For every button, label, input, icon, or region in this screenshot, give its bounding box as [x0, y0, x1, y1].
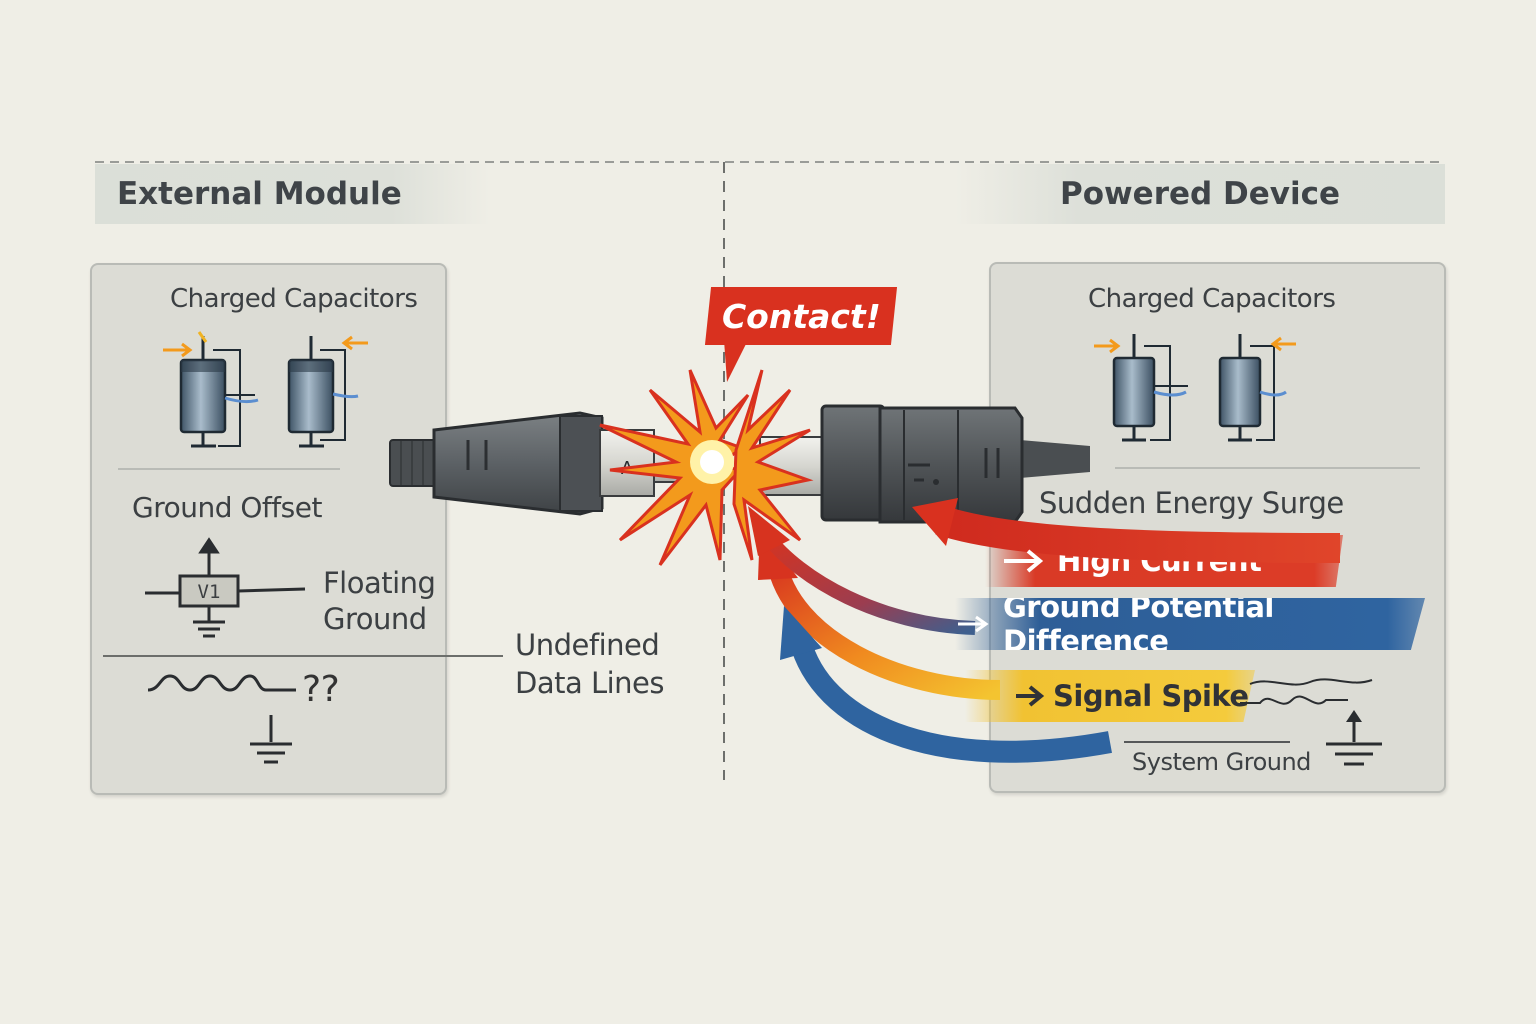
- surge-label: Sudden Energy Surge: [1039, 486, 1344, 520]
- spark-burst: [599, 369, 814, 566]
- left-ground-symbol: [250, 715, 292, 764]
- ground-offset-label: Ground Offset: [132, 491, 322, 524]
- ground-return-arrow-head: [780, 606, 822, 660]
- signal-spike-arrow-icon: [1016, 685, 1045, 707]
- left-divider-1: [118, 468, 340, 470]
- signal-wave-1: [1240, 695, 1348, 705]
- ground-diff-label: Ground Potential Difference: [1003, 590, 1274, 658]
- left-plug: Λ: [389, 411, 681, 516]
- header-right-text: Powered Device: [1060, 176, 1340, 212]
- header-powered-device: Powered Device: [955, 164, 1445, 224]
- signal-spike-stripe: Signal Spike: [965, 670, 1255, 722]
- left-divider-2: [103, 655, 503, 657]
- ground-return-arrow-body: [789, 636, 1112, 763]
- ground-diff-arrow-body: [760, 530, 976, 635]
- header-left-text: External Module: [117, 176, 402, 212]
- ground-offset-symbol: [145, 537, 306, 638]
- undefined-label-line1: Undefined: [515, 628, 660, 662]
- floating-label-line1: Floating: [323, 566, 436, 600]
- external-module-panel: [90, 263, 447, 795]
- high-current-arrow-head: [912, 498, 958, 546]
- system-ground-symbol: [1326, 710, 1382, 766]
- high-current-arrow-body: [935, 505, 1341, 563]
- right-capacitors-label: Charged Capacitors: [1088, 284, 1336, 314]
- voltage-source-label: V1: [198, 581, 221, 603]
- signal-wave-2: [1249, 678, 1373, 686]
- floating-label-line2: Ground: [323, 602, 427, 636]
- contact-callout-tail: [724, 340, 748, 382]
- right-capacitor-2: [1218, 334, 1287, 442]
- left-capacitor-1-sparks: [163, 331, 208, 358]
- signal-spike-arrow-body: [766, 557, 1001, 700]
- high-current-arrow-icon: [1004, 549, 1044, 573]
- right-capacitor-1-sparks: [1094, 338, 1121, 354]
- left-capacitor-2: [287, 336, 359, 448]
- system-ground-label: System Ground: [1132, 748, 1311, 776]
- inductor-coil: [147, 674, 296, 692]
- header-external-module: External Module: [95, 164, 490, 224]
- undefined-label-line2: Data Lines: [515, 666, 665, 700]
- left-capacitor-2-sparks: [341, 335, 368, 351]
- signal-spike-label: Signal Spike: [1053, 679, 1249, 713]
- ground-diff-arrow-head: [748, 506, 790, 556]
- ground-diff-arrow-icon: [958, 615, 989, 633]
- right-plug: [759, 404, 1090, 524]
- unknown-marks: ??: [302, 669, 340, 710]
- ground-diff-stripe: Ground Potential Difference: [955, 598, 1425, 650]
- right-divider: [1115, 467, 1420, 469]
- left-capacitors-label: Charged Capacitors: [170, 284, 418, 314]
- left-capacitor-1: [179, 336, 259, 448]
- voltage-source-box: [178, 574, 240, 608]
- right-capacitor-2-sparks: [1270, 336, 1296, 352]
- right-capacitor-1: [1112, 334, 1188, 442]
